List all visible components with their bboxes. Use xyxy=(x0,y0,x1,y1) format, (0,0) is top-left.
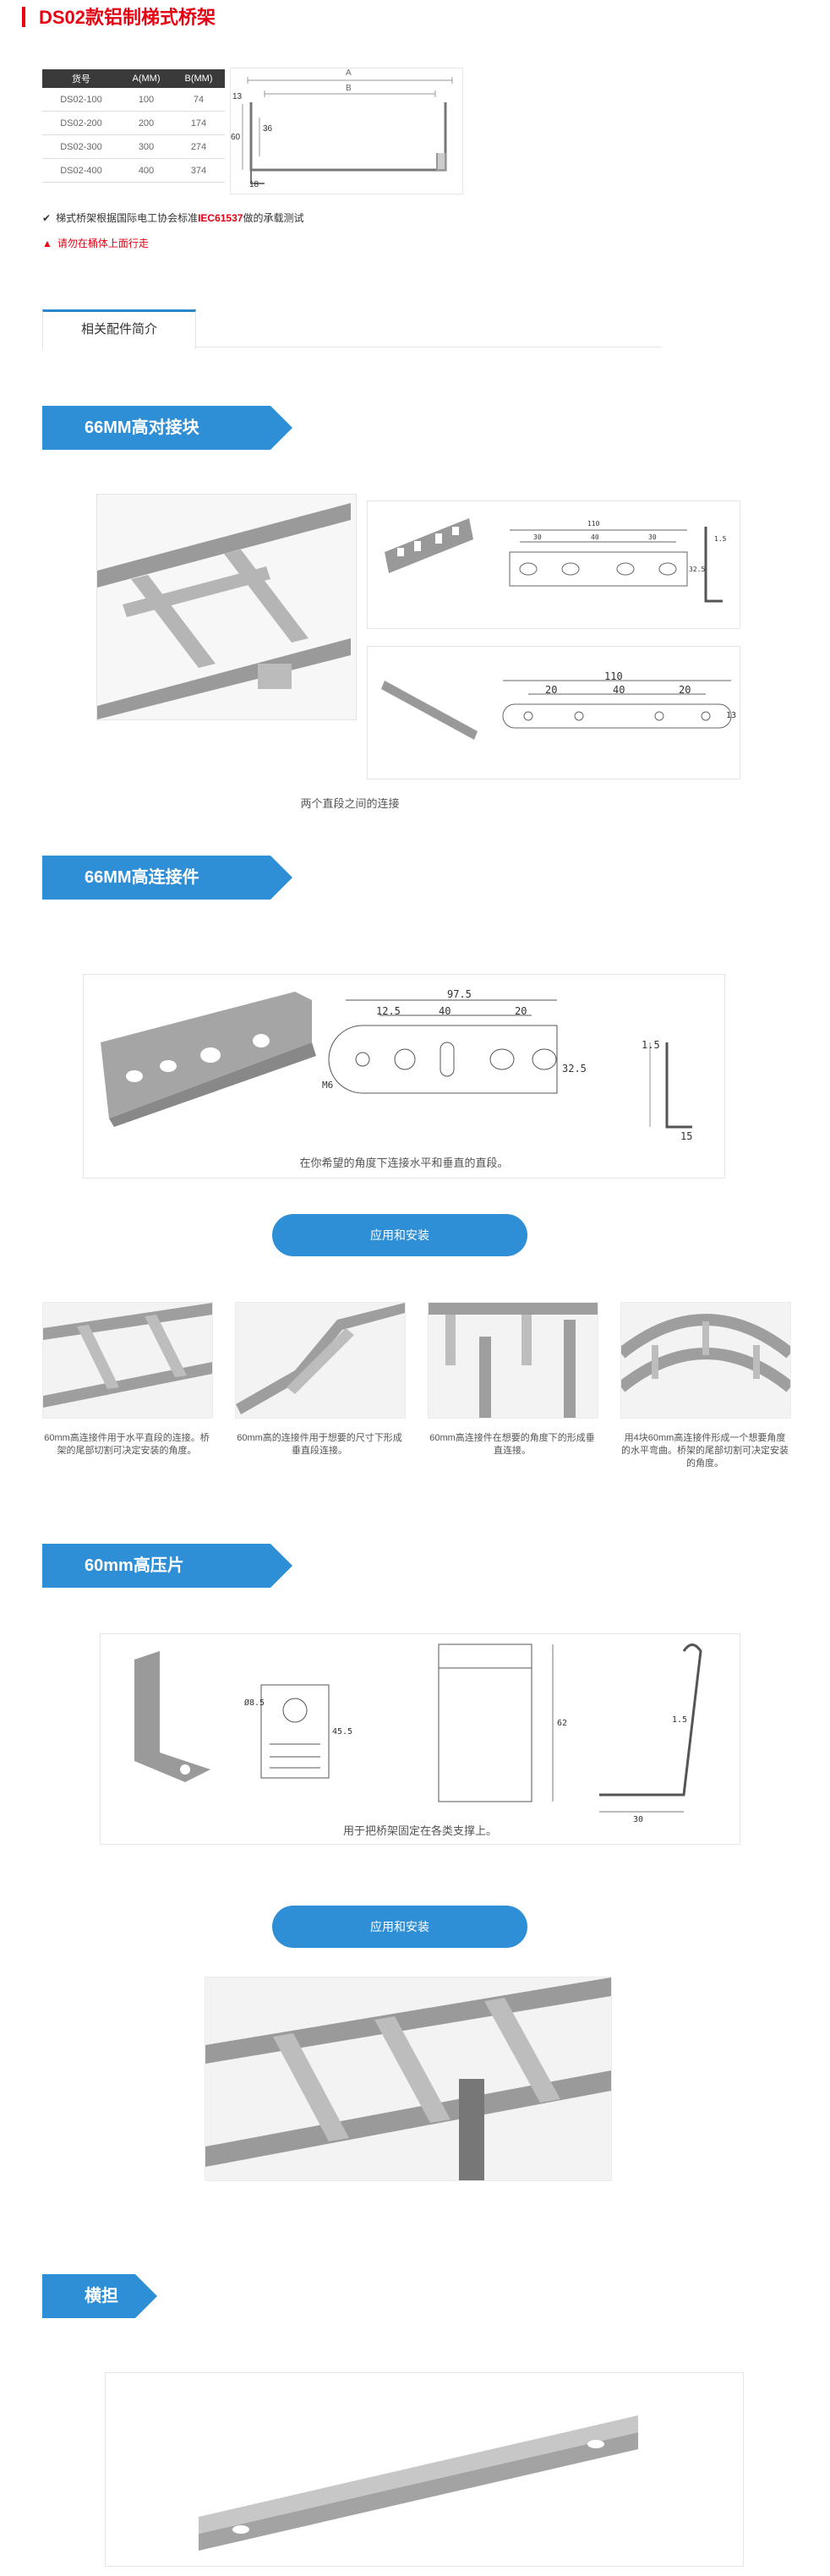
check-icon: ✔ xyxy=(42,212,52,224)
note-text-post: 做的承载测试 xyxy=(243,212,304,224)
table-cell: DS02-200 xyxy=(42,111,120,135)
dim: 13 xyxy=(726,711,737,720)
col-header-sku: 货号 xyxy=(42,69,120,88)
table-cell: 174 xyxy=(172,111,225,135)
table-cell: 274 xyxy=(172,134,225,159)
connector-drawing: 97.5 12.5 40 20 32.5 1.5 15 M6 在你希望的角度下连… xyxy=(83,974,725,1179)
table-row: DS02-300 300 274 xyxy=(42,134,225,159)
docking-block-photo xyxy=(96,494,357,720)
table-cell: 74 xyxy=(172,88,225,112)
warning-icon: ▲ xyxy=(42,238,52,249)
dim: 62 xyxy=(557,1719,568,1728)
dim: 30 xyxy=(533,533,542,541)
dim-label-b: B xyxy=(346,84,352,93)
section-caption: 两个直段之间的连接 xyxy=(300,797,400,810)
title-accent-bar xyxy=(22,7,25,27)
dim: 1.5 xyxy=(642,1039,660,1051)
section-title: 66MM高对接块 xyxy=(85,418,199,437)
table-cell: 200 xyxy=(120,111,172,135)
app-image-1 xyxy=(42,1302,213,1419)
app-caption-1: 60mm高连接件用于水平直段的连接。桥架的尾部切割可决定安装的角度。 xyxy=(44,1433,210,1456)
docking-block-drawing-top: 110 30 40 30 1.5 32.5 xyxy=(367,500,740,629)
dim-label-a: A xyxy=(346,68,352,78)
table-cell: DS02-100 xyxy=(42,88,120,112)
apply-install-button-2[interactable]: 应用和安装 xyxy=(272,1906,527,1948)
section-header-connector: 66MM高连接件 xyxy=(42,856,296,900)
section-caption: 用于把桥架固定在各类支撑上。 xyxy=(342,1824,497,1837)
section-title: 66MM高连接件 xyxy=(85,868,199,887)
table-row: DS02-100 100 74 xyxy=(42,88,225,112)
col-header-b: B(MM) xyxy=(172,69,225,88)
pressure-plate-app-image xyxy=(205,1977,612,2181)
table-row: DS02-400 400 374 xyxy=(42,158,225,183)
dim: 40 xyxy=(591,533,599,541)
cross-section-drawing: A B 13 36 60 18 xyxy=(230,68,463,194)
dim: 20 xyxy=(545,684,558,696)
dim: 45.5 xyxy=(332,1727,353,1736)
note-text-pre: 梯式桥架根据国际电工协会标准 xyxy=(56,212,199,224)
dim: 40 xyxy=(439,1005,451,1017)
app-image-3 xyxy=(428,1302,598,1419)
warning-text: 请勿在桶体上面行走 xyxy=(57,238,149,249)
tab-accessories[interactable]: 相关配件简介 xyxy=(42,309,196,349)
note-standard: IEC61537 xyxy=(198,212,243,224)
spec-table: 货号 A(MM) B(MM) DS02-100 100 74 DS02-200 … xyxy=(42,69,225,183)
app-image-2 xyxy=(235,1302,406,1419)
dim: 32.5 xyxy=(689,566,706,573)
dim: 20 xyxy=(515,1005,527,1017)
dim: Ø8.5 xyxy=(244,1698,265,1708)
section-caption: 在你希望的角度下连接水平和垂直的直段。 xyxy=(299,1157,509,1169)
dim: 15 xyxy=(680,1130,693,1142)
pressure-plate-drawing: Ø8.5 45.5 62 1.5 30 用于把桥架固定在各类支撑上。 xyxy=(100,1633,740,1845)
spec-table-header: 货号 A(MM) B(MM) xyxy=(42,69,225,88)
dim: 110 xyxy=(587,520,600,528)
dim: 97.5 xyxy=(447,988,472,1000)
dim: 30 xyxy=(648,533,657,541)
section-header-docking-block: 66MM高对接块 xyxy=(42,406,296,450)
dim: 110 xyxy=(604,670,623,682)
app-caption-3: 60mm高连接件在想要的角度下的形成垂直连接。 xyxy=(429,1433,595,1456)
dim: M6 xyxy=(322,1080,334,1091)
table-cell: DS02-300 xyxy=(42,134,120,159)
dim: 20 xyxy=(679,684,691,696)
dim: 30 xyxy=(633,1815,644,1824)
table-cell: 374 xyxy=(172,158,225,183)
load-test-note: ✔ 梯式桥架根据国际电工协会标准IEC61537做的承载测试 xyxy=(42,211,303,225)
table-row: DS02-200 200 174 xyxy=(42,111,225,135)
section-header-crossbar: 横担 xyxy=(42,2274,161,2318)
section-header-pressure-plate: 60mm高压片 xyxy=(42,1544,296,1588)
section-title: 60mm高压片 xyxy=(85,1556,184,1575)
dim: 1.5 xyxy=(672,1715,688,1725)
dim-36: 36 xyxy=(263,124,273,134)
dim: 32.5 xyxy=(562,1063,587,1075)
table-cell: DS02-400 xyxy=(42,158,120,183)
table-cell: 100 xyxy=(120,88,172,112)
docking-block-drawing-bottom: 110 20 40 20 13 xyxy=(367,646,740,779)
dim: 40 xyxy=(613,684,625,696)
dim-13: 13 xyxy=(232,92,243,101)
app-caption-4: 用4块60mm高连接件形成一个想要角度的水平弯曲。桥架的尾部切割可决定安装的角度… xyxy=(621,1433,789,1468)
table-cell: 300 xyxy=(120,134,172,159)
page-title: DS02款铝制梯式桥架 xyxy=(39,7,216,28)
dim-18: 18 xyxy=(249,180,259,189)
dim: 12.5 xyxy=(376,1005,401,1017)
app-caption-2: 60mm高的连接件用于想要的尺寸下形成垂直段连接。 xyxy=(237,1433,402,1456)
col-header-a: A(MM) xyxy=(120,69,172,88)
crossbar-photo xyxy=(105,2372,744,2567)
warning-note: ▲ 请勿在桶体上面行走 xyxy=(42,237,149,250)
apply-install-button[interactable]: 应用和安装 xyxy=(272,1214,527,1256)
dim-60: 60 xyxy=(231,133,241,142)
app-image-4 xyxy=(617,1302,795,1419)
section-title: 横担 xyxy=(85,2287,118,2305)
table-cell: 400 xyxy=(120,158,172,183)
dim: 1.5 xyxy=(714,535,727,543)
